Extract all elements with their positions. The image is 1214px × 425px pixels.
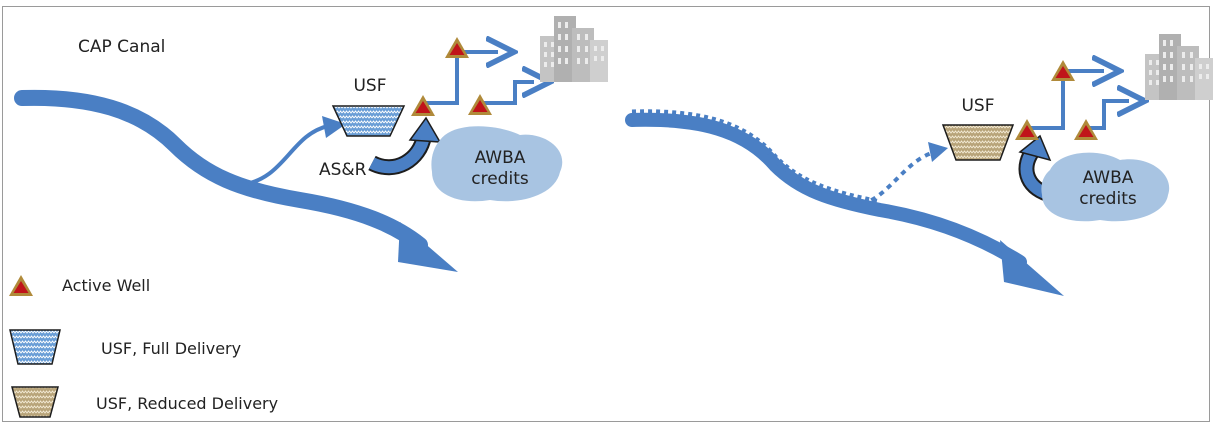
awba-credits-label: credits: [471, 169, 529, 189]
awba-credits-cloud-right: [1041, 152, 1170, 222]
delivery-pipes: [424, 52, 534, 105]
cap-canal-label: CAP Canal: [78, 37, 166, 57]
active-well-icon: [445, 37, 469, 58]
canal-to-usf-arrow: [239, 124, 329, 187]
legend-active-well-label: Active Well: [62, 276, 151, 295]
legend-usf-reduced-label: USF, Reduced Delivery: [96, 394, 279, 413]
reduced-canal-river: [625, 109, 1064, 296]
asr-recharge-arrow: [368, 116, 442, 176]
usf-label-right: USF: [961, 96, 995, 116]
awba-credits-cloud: [431, 126, 563, 202]
city-building-icon: [1145, 34, 1213, 100]
diagram-frame: [2, 6, 1210, 422]
canal-to-usf-arrowhead: [322, 116, 346, 138]
city-building-icon: [540, 16, 608, 82]
usf-basin-reduced: [941, 124, 1015, 161]
reduced-delivery-arrow: [861, 150, 936, 206]
awba-credits-label-right: credits: [1079, 189, 1137, 209]
reduced-delivery-arrowhead: [928, 142, 948, 162]
awba-label: AWBA: [474, 148, 526, 168]
legend-usf-full-label: USF, Full Delivery: [101, 339, 242, 358]
usf-basin-full: [331, 105, 406, 137]
asr-label: AS&R: [319, 160, 367, 180]
awba-label-right: AWBA: [1082, 168, 1134, 188]
legend-active-well-icon: [9, 275, 33, 296]
legend-usf-reduced-icon: [11, 386, 59, 418]
legend-usf-full-icon: [9, 329, 61, 365]
cap-canal-river: [14, 89, 458, 272]
delivery-pipes-right: [1027, 71, 1129, 130]
usf-label: USF: [353, 76, 387, 96]
active-well-icon: [411, 95, 435, 116]
